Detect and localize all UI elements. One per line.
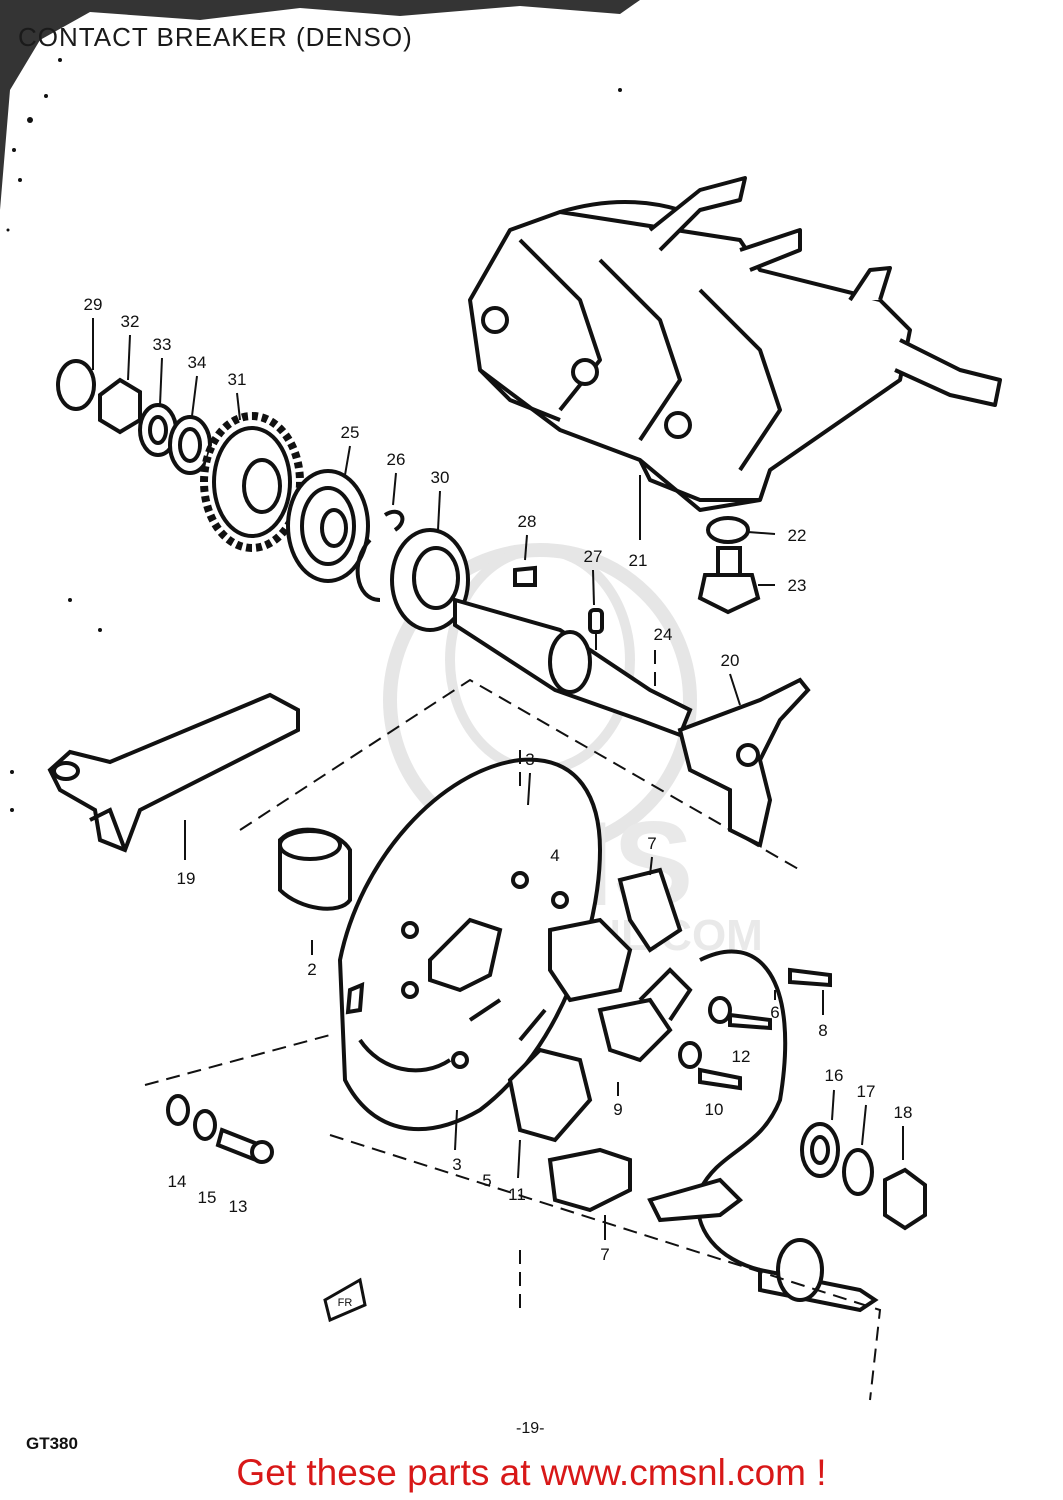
scan-noise bbox=[0, 0, 640, 812]
callout-2: 2 bbox=[307, 960, 316, 979]
advancer-plate-20 bbox=[677, 677, 811, 848]
callout-16: 16 bbox=[825, 1066, 844, 1085]
callout-33: 33 bbox=[153, 335, 172, 354]
gear-31 bbox=[200, 412, 304, 552]
bearing-25 bbox=[286, 469, 370, 583]
callout-28: 28 bbox=[518, 512, 537, 531]
page-number: -19- bbox=[516, 1420, 545, 1437]
callout-15: 15 bbox=[198, 1188, 217, 1207]
callout-32: 32 bbox=[121, 312, 140, 331]
callout-18: 18 bbox=[894, 1103, 913, 1122]
callout-14: 14 bbox=[168, 1172, 187, 1191]
callout-6: 6 bbox=[770, 1003, 779, 1022]
breaker-cam-shaft bbox=[453, 565, 693, 738]
callout-11: 11 bbox=[508, 1185, 526, 1204]
callout-leaders bbox=[92, 318, 904, 1240]
lead-wire-harness bbox=[647, 949, 879, 1313]
oil-seal-30 bbox=[390, 528, 470, 632]
callout-27: 27 bbox=[584, 547, 603, 566]
callout-9: 9 bbox=[613, 1100, 622, 1119]
callout-26: 26 bbox=[387, 450, 406, 469]
callout-13: 13 bbox=[229, 1197, 248, 1216]
bolt-23 bbox=[697, 546, 775, 615]
callout-7-top: 7 bbox=[647, 834, 656, 853]
callout-24: 24 bbox=[654, 625, 673, 644]
callout-30: 30 bbox=[431, 468, 450, 487]
diagram-title: CONTACT BREAKER (DENSO) bbox=[18, 22, 413, 52]
callout-8: 8 bbox=[818, 1021, 827, 1040]
callout-21: 21 bbox=[629, 551, 648, 570]
callout-29: 29 bbox=[84, 295, 103, 314]
contact-point-sets bbox=[428, 917, 693, 1143]
callout-22: 22 bbox=[788, 526, 807, 545]
lock-washer-22 bbox=[706, 516, 776, 544]
model-code: GT380 bbox=[26, 1434, 78, 1453]
callout-20: 20 bbox=[721, 651, 740, 670]
parts-store-link[interactable]: Get these parts at www.cmsnl.com ! bbox=[236, 1452, 827, 1493]
callout-31: 31 bbox=[228, 370, 247, 389]
callout-4: 4 bbox=[550, 846, 559, 865]
callout-19: 19 bbox=[177, 869, 196, 888]
fr-mark-text: FR bbox=[338, 1297, 353, 1309]
hardware-right bbox=[678, 967, 927, 1231]
callout-7-bottom: 7 bbox=[600, 1245, 609, 1264]
callout-25: 25 bbox=[341, 423, 360, 442]
callout-3-bottom: 3 bbox=[452, 1155, 461, 1174]
part-callouts: 29 32 33 34 31 25 26 30 28 27 24 20 21 2… bbox=[84, 295, 913, 1264]
callout-23: 23 bbox=[788, 576, 807, 595]
condensers-7 bbox=[547, 867, 683, 1213]
callout-10: 10 bbox=[705, 1100, 724, 1119]
fr-mark: FR bbox=[323, 1277, 367, 1323]
circlip-26 bbox=[355, 509, 405, 602]
hardware-left bbox=[166, 1094, 274, 1164]
lubrication-felt-2 bbox=[278, 827, 352, 911]
ignition-coil-assembly bbox=[468, 176, 1002, 512]
callout-12: 12 bbox=[732, 1047, 751, 1066]
shaft-parts-stack bbox=[56, 359, 470, 632]
callout-5: 5 bbox=[482, 1171, 491, 1190]
callout-34: 34 bbox=[188, 353, 207, 372]
callout-17: 17 bbox=[857, 1082, 876, 1101]
callout-3-top: 3 bbox=[525, 750, 534, 769]
mounting-bracket-19 bbox=[47, 692, 300, 853]
alignment-lines bbox=[144, 650, 882, 1401]
